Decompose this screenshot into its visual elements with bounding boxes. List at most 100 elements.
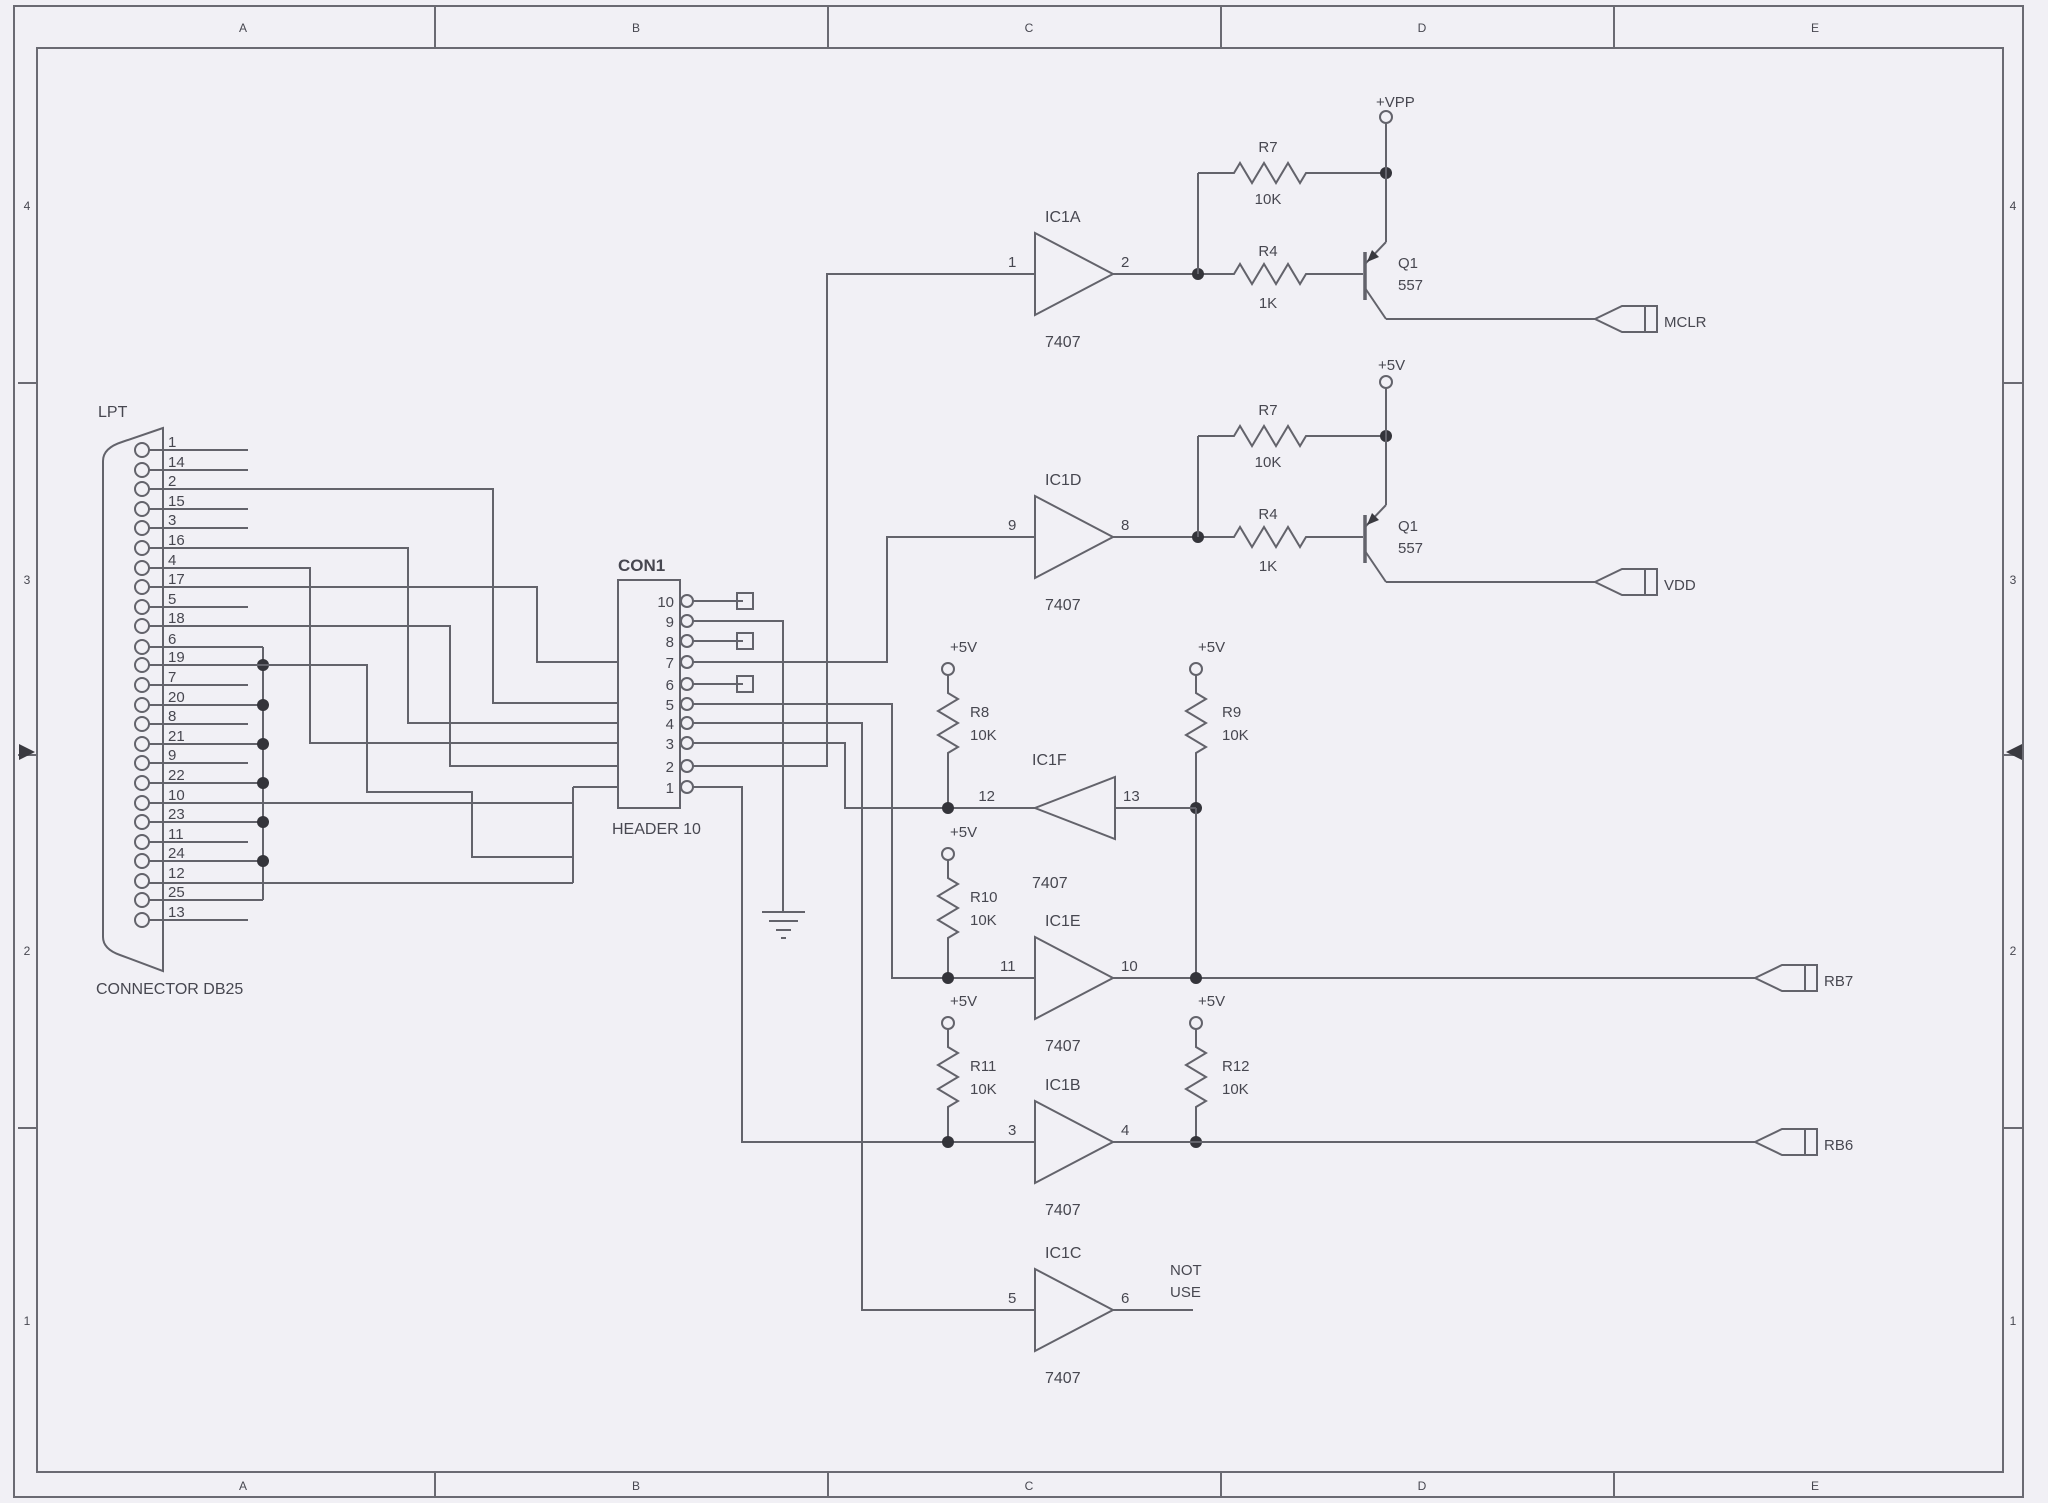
svg-text:22: 22 [168, 767, 185, 784]
resistor-value: 10K [970, 1081, 997, 1098]
resistor-r12 [1184, 1044, 1208, 1114]
resistor-r4 [1230, 262, 1310, 286]
gate-ic1e-stage: IC1E 7407 11 10 RB7 [1000, 913, 1853, 1055]
resistor-r11 [936, 1044, 960, 1114]
svg-text:17: 17 [168, 571, 185, 588]
gate-ref: IC1A [1045, 209, 1081, 226]
svg-text:4: 4 [666, 716, 674, 733]
con1-terminator-squares [693, 592, 754, 693]
driver-mclr: IC1A 7407 1 2 R4 1K R7 10K +VPP Q1 557 [1008, 94, 1707, 351]
gate-pin-in: 5 [1008, 1290, 1016, 1307]
zone-letter: E [1811, 21, 1819, 35]
power-5v-terminal-icon [941, 662, 955, 676]
transistor-ref: Q1 [1398, 255, 1418, 272]
inner-border [36, 47, 2004, 1473]
gate-pin-in: 1 [1008, 254, 1016, 271]
outer-border [13, 5, 2024, 1498]
resistor-ref: R4 [1258, 506, 1277, 523]
svg-text:24: 24 [168, 845, 185, 862]
db25-title: LPT [98, 404, 128, 421]
gate-ic1b-stage: IC1B 7407 3 4 RB6 [1008, 1077, 1853, 1219]
svg-text:16: 16 [168, 532, 185, 549]
gate-part: 7407 [1045, 334, 1081, 351]
not-use-label: NOT [1170, 1262, 1202, 1279]
svg-text:10: 10 [657, 594, 674, 611]
resistor-value: 10K [1255, 191, 1282, 208]
svg-text:1: 1 [168, 434, 176, 451]
svg-text:11: 11 [168, 826, 184, 843]
gate-ic1f-stage: IC1F 7407 12 13 [978, 752, 1197, 978]
resistor-value: 10K [1222, 727, 1249, 744]
driver-vdd: IC1D 7407 9 8 R4 1K R7 10K +5V Q1 557 [1008, 357, 1696, 614]
transistor-value: 557 [1398, 540, 1423, 557]
svg-text:3: 3 [666, 736, 674, 753]
gate-ic1f [1032, 775, 1116, 841]
zone-number: 3 [2010, 573, 2017, 587]
pullup-r10: +5V R10 10K [936, 824, 998, 984]
gate-part: 7407 [1032, 875, 1068, 892]
svg-text:14: 14 [168, 454, 185, 471]
zone-letter: D [1418, 21, 1427, 35]
db25-pin-numbers: 114 215 316 417 518 619 720 821 922 1023… [168, 434, 185, 921]
gate-ref: IC1F [1032, 752, 1067, 769]
gate-part: 7407 [1045, 1370, 1081, 1387]
resistor-ref: R9 [1222, 704, 1241, 721]
terminal-vdd: VDD [1592, 568, 1696, 596]
svg-text:7: 7 [666, 655, 674, 672]
pullup-r11: +5V R11 10K [936, 993, 997, 1148]
zone-number: 2 [2010, 944, 2017, 958]
con1-header: CON1 109 87 65 43 21 HEADER 10 [612, 556, 754, 838]
resistor-r8 [936, 690, 960, 760]
resistor-r10 [936, 875, 960, 945]
resistor-value: 1K [1259, 558, 1277, 575]
svg-text:20: 20 [168, 689, 185, 706]
resistor-r4 [1230, 525, 1310, 549]
zone-letter: B [632, 1479, 640, 1493]
con1-ref: CON1 [618, 556, 665, 575]
gate-ic1c-stage: IC1C 7407 5 6 NOT USE [1008, 1245, 1202, 1387]
gate-pin-in: 13 [1123, 788, 1140, 805]
wires-db25 [149, 449, 618, 921]
gate-pin-out: 12 [978, 788, 995, 805]
gate-ref: IC1E [1045, 913, 1081, 930]
zone-letter: E [1811, 1479, 1819, 1493]
resistor-r9 [1184, 690, 1208, 760]
db25-body [102, 426, 164, 973]
svg-text:25: 25 [168, 884, 185, 901]
svg-text:6: 6 [168, 631, 176, 648]
zone-letter: C [1025, 21, 1034, 35]
gate-pin-in: 9 [1008, 517, 1016, 534]
wires-con1-to-gates [693, 273, 1035, 1311]
resistor-value: 1K [1259, 295, 1277, 312]
svg-text:9: 9 [666, 614, 674, 631]
power-5v-label: +5V [950, 993, 977, 1010]
gate-ref: IC1B [1045, 1077, 1081, 1094]
zone-number: 2 [24, 944, 31, 958]
svg-text:3: 3 [168, 512, 176, 529]
svg-text:12: 12 [168, 865, 185, 882]
power-5v-label: +5V [950, 824, 977, 841]
resistor-ref: R12 [1222, 1058, 1250, 1075]
svg-text:9: 9 [168, 747, 176, 764]
svg-text:18: 18 [168, 610, 185, 627]
resistor-value: 10K [970, 727, 997, 744]
gate-pin-out: 6 [1121, 1290, 1129, 1307]
power-5v-label: +5V [950, 639, 977, 656]
power-5v-terminal-icon [941, 847, 955, 861]
con1-pin-numbers: 109 87 65 43 21 [657, 594, 674, 797]
zone-letter: C [1025, 1479, 1034, 1493]
svg-text:1: 1 [666, 780, 674, 797]
gate-pin-out: 8 [1121, 517, 1129, 534]
db25-connector: LPT 114 215 316 417 518 619 720 821 922 … [96, 404, 243, 998]
svg-text:6: 6 [666, 677, 674, 694]
resistor-ref: R4 [1258, 243, 1277, 260]
terminal-label: RB6 [1824, 1137, 1853, 1154]
terminal-rb6: RB6 [1752, 1128, 1853, 1156]
power-5v-label: +5V [1198, 993, 1225, 1010]
power-5v-terminal-icon [941, 1016, 955, 1030]
transistor-q1-a [1363, 241, 1387, 320]
pullup-r12: +5V R12 10K [1184, 993, 1250, 1148]
gate-ref: IC1D [1045, 472, 1081, 489]
power-5v-terminal-icon [1189, 1016, 1203, 1030]
con1-caption: HEADER 10 [612, 821, 701, 838]
